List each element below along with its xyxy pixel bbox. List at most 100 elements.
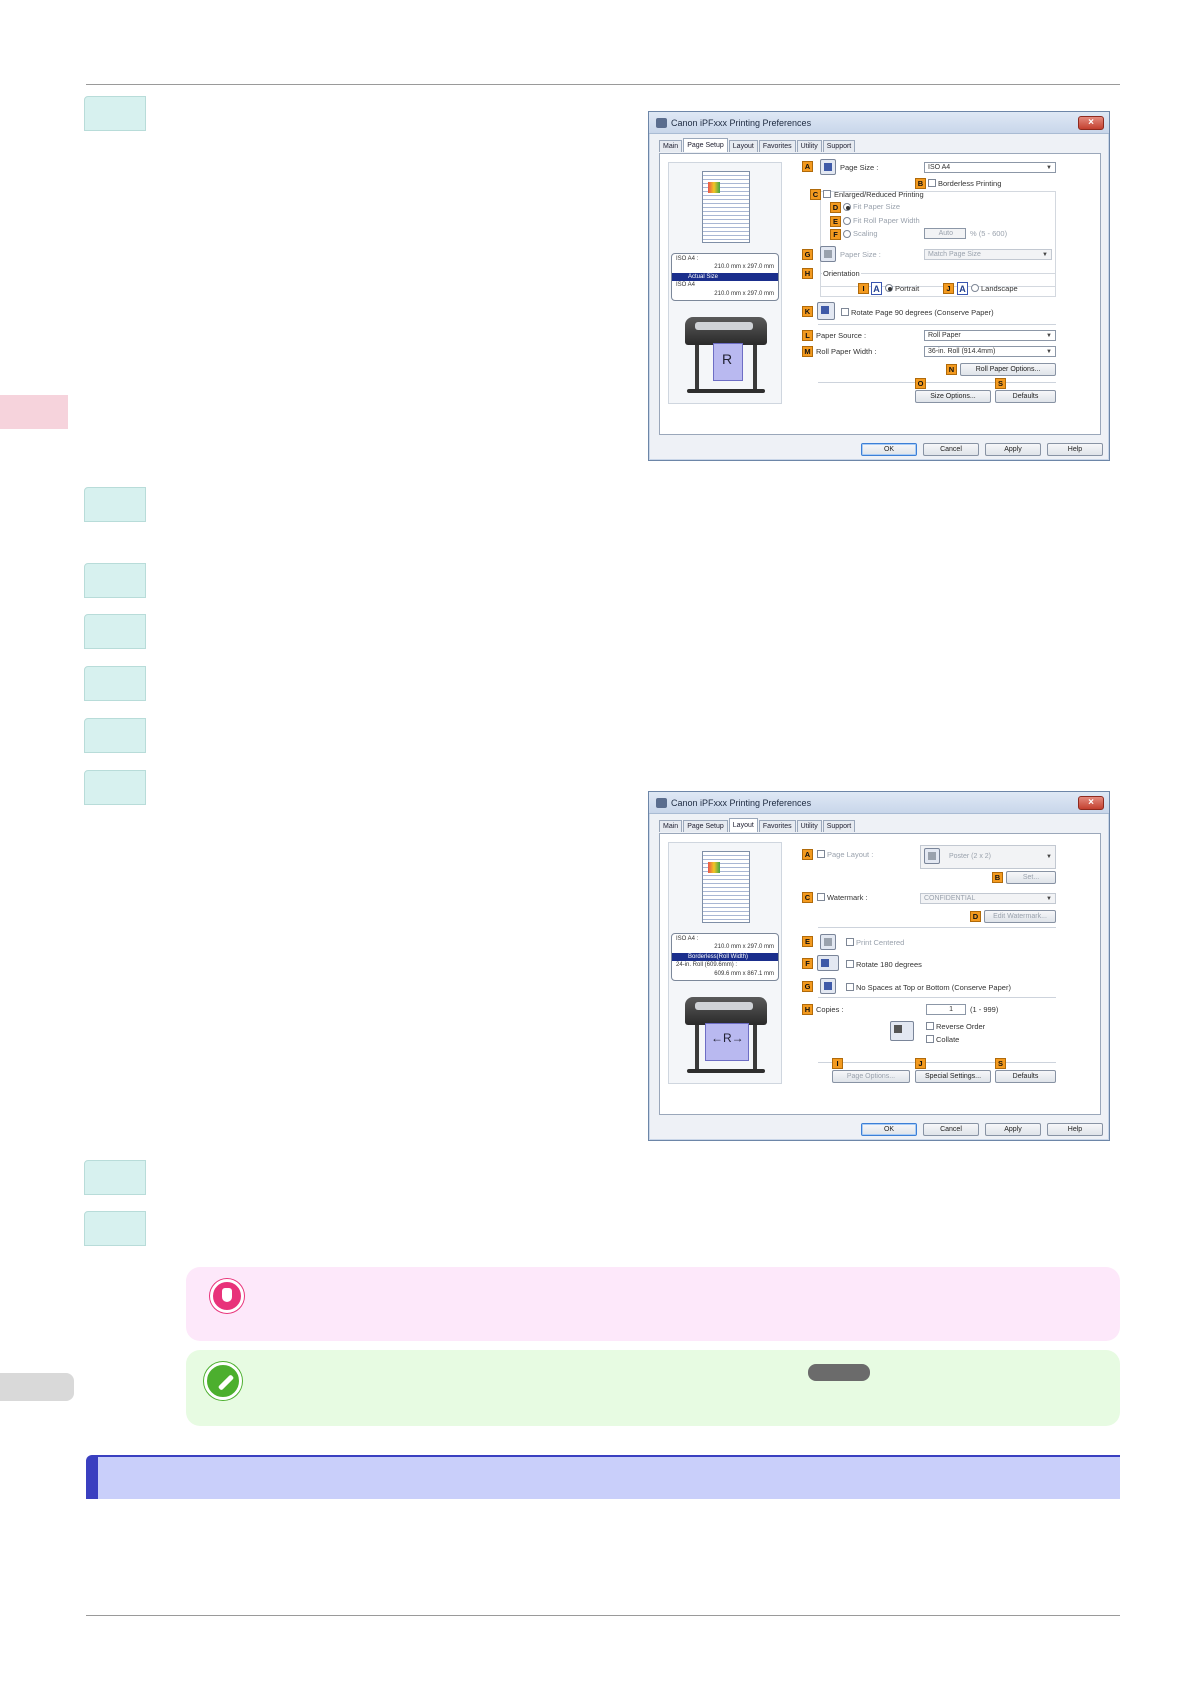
image-thumbnail-icon	[708, 182, 720, 193]
watermark-select[interactable]: CONFIDENTIAL	[920, 893, 1056, 904]
tab-support[interactable]: Support	[822, 140, 856, 152]
print-centered-label: Print Centered	[856, 938, 905, 947]
borderless-checkbox[interactable]	[928, 179, 936, 187]
orientation-label: Orientation	[822, 269, 861, 278]
apply-button[interactable]: Apply	[985, 1123, 1041, 1136]
help-button[interactable]: Help	[1047, 1123, 1103, 1136]
header-rule	[86, 84, 1120, 85]
collate-label: Collate	[936, 1035, 960, 1044]
page-layout-select[interactable]: Poster (2 x 2)	[920, 845, 1056, 869]
defaults-button[interactable]: Defaults	[995, 390, 1056, 403]
defaults-button[interactable]: Defaults	[995, 1070, 1056, 1083]
dialog-title: Canon iPFxxx Printing Preferences	[671, 798, 812, 808]
tab-layout[interactable]: Layout	[728, 140, 758, 152]
edit-watermark-button[interactable]: Edit Watermark...	[984, 910, 1056, 923]
copies-label: Copies :	[816, 1005, 844, 1014]
tab-utility[interactable]: Utility	[796, 140, 822, 152]
note-callout	[186, 1350, 1120, 1426]
close-button[interactable]: ×	[1078, 116, 1104, 130]
scaling-radio[interactable]	[843, 230, 851, 238]
size-options-button[interactable]: Size Options...	[915, 390, 991, 403]
page-setup-panel: ISO A4 : 210.0 mm x 297.0 mm Actual Size…	[659, 153, 1101, 435]
help-button[interactable]: Help	[1047, 443, 1103, 456]
layout-dialog: Canon iPFxxx Printing Preferences × Main…	[648, 791, 1110, 1141]
enlarged-group	[820, 191, 1056, 287]
step-marker	[84, 614, 146, 649]
tab-favorites[interactable]: Favorites	[758, 140, 796, 152]
divider	[818, 997, 1056, 998]
tab-utility[interactable]: Utility	[796, 820, 822, 832]
scaling-label: Scaling	[853, 229, 878, 238]
dialog-titlebar: Canon iPFxxx Printing Preferences ×	[649, 792, 1109, 814]
page-options-button[interactable]: Page Options...	[832, 1070, 910, 1083]
reverse-order-checkbox[interactable]	[926, 1022, 934, 1030]
tab-support[interactable]: Support	[822, 820, 856, 832]
paper-source-select[interactable]: Roll Paper	[924, 330, 1056, 341]
paper-size-icon	[820, 246, 836, 262]
rotate-90-checkbox[interactable]	[841, 308, 849, 316]
tab-bar: Main Page Setup Layout Favorites Utility…	[659, 818, 856, 833]
set-button[interactable]: Set...	[1006, 871, 1056, 884]
printer-app-icon	[656, 118, 667, 128]
rotate-180-label: Rotate 180 degrees	[856, 960, 922, 969]
special-settings-button[interactable]: Special Settings...	[915, 1070, 991, 1083]
marker-s: S	[995, 378, 1006, 389]
collate-checkbox[interactable]	[926, 1035, 934, 1043]
page-size-select[interactable]: ISO A4	[924, 162, 1056, 173]
dialog-titlebar: Canon iPFxxx Printing Preferences ×	[649, 112, 1109, 134]
marker-e: E	[830, 216, 841, 227]
scaling-range: % (5 - 600)	[970, 229, 1008, 238]
no-spaces-checkbox[interactable]	[846, 983, 854, 991]
fit-paper-size-label: Fit Paper Size	[853, 202, 901, 211]
apply-button[interactable]: Apply	[985, 443, 1041, 456]
ok-button[interactable]: OK	[861, 1123, 917, 1136]
cross-reference-link[interactable]	[808, 1364, 870, 1381]
portrait-radio[interactable]	[885, 284, 893, 292]
step-marker	[84, 770, 146, 805]
tab-main[interactable]: Main	[659, 820, 683, 832]
fit-roll-width-label: Fit Roll Paper Width	[853, 216, 920, 225]
tab-layout[interactable]: Layout	[728, 818, 758, 832]
fit-paper-size-radio[interactable]	[843, 203, 851, 211]
tab-favorites[interactable]: Favorites	[758, 820, 796, 832]
landscape-label: Landscape	[981, 284, 1018, 293]
rotate-180-checkbox[interactable]	[846, 960, 854, 968]
ok-button[interactable]: OK	[861, 443, 917, 456]
roll-paper-options-button[interactable]: Roll Paper Options...	[960, 363, 1056, 376]
marker-c: C	[810, 189, 821, 200]
enlarged-checkbox[interactable]	[823, 190, 831, 198]
fit-roll-width-radio[interactable]	[843, 217, 851, 225]
watermark-checkbox[interactable]	[817, 893, 825, 901]
tab-page-setup[interactable]: Page Setup	[683, 820, 728, 832]
rotate-page-icon	[817, 302, 835, 320]
size-info-box: ISO A4 : 210.0 mm x 297.0 mm Actual Size…	[671, 253, 779, 301]
marker-d: D	[830, 202, 841, 213]
scaling-spinner[interactable]: Auto	[924, 228, 966, 239]
borderless-label: Borderless Printing	[938, 179, 1002, 188]
paper-size-select[interactable]: Match Page Size	[924, 249, 1052, 260]
portrait-icon: A	[871, 282, 882, 295]
cancel-button[interactable]: Cancel	[923, 443, 979, 456]
marker-j: J	[915, 1058, 926, 1069]
original-size-label: ISO A4 :	[676, 256, 699, 262]
output-size-label: ISO A4	[676, 282, 696, 288]
roll-width-select[interactable]: 36-in. Roll (914.4mm)	[924, 346, 1056, 357]
close-button[interactable]: ×	[1078, 796, 1104, 810]
output-size-dims: 609.6 mm x 867.1 mm	[714, 971, 774, 977]
marker-i: I	[858, 283, 869, 294]
important-callout	[186, 1267, 1120, 1341]
tab-page-setup[interactable]: Page Setup	[683, 138, 728, 152]
copies-range: (1 - 999)	[970, 1005, 999, 1014]
tab-main[interactable]: Main	[659, 140, 683, 152]
page-layout-checkbox[interactable]	[817, 850, 825, 858]
reverse-order-label: Reverse Order	[936, 1022, 986, 1031]
copies-spinner[interactable]: 1	[926, 1004, 966, 1015]
cancel-button[interactable]: Cancel	[923, 1123, 979, 1136]
print-preview: ISO A4 : 210.0 mm x 297.0 mm Borderless(…	[668, 842, 782, 1084]
marker-o: O	[915, 378, 926, 389]
roll-width-label: Roll Paper Width :	[816, 347, 877, 356]
landscape-radio[interactable]	[971, 284, 979, 292]
layout-panel: ISO A4 : 210.0 mm x 297.0 mm Borderless(…	[659, 833, 1101, 1115]
marker-k: K	[802, 306, 813, 317]
print-centered-checkbox[interactable]	[846, 938, 854, 946]
